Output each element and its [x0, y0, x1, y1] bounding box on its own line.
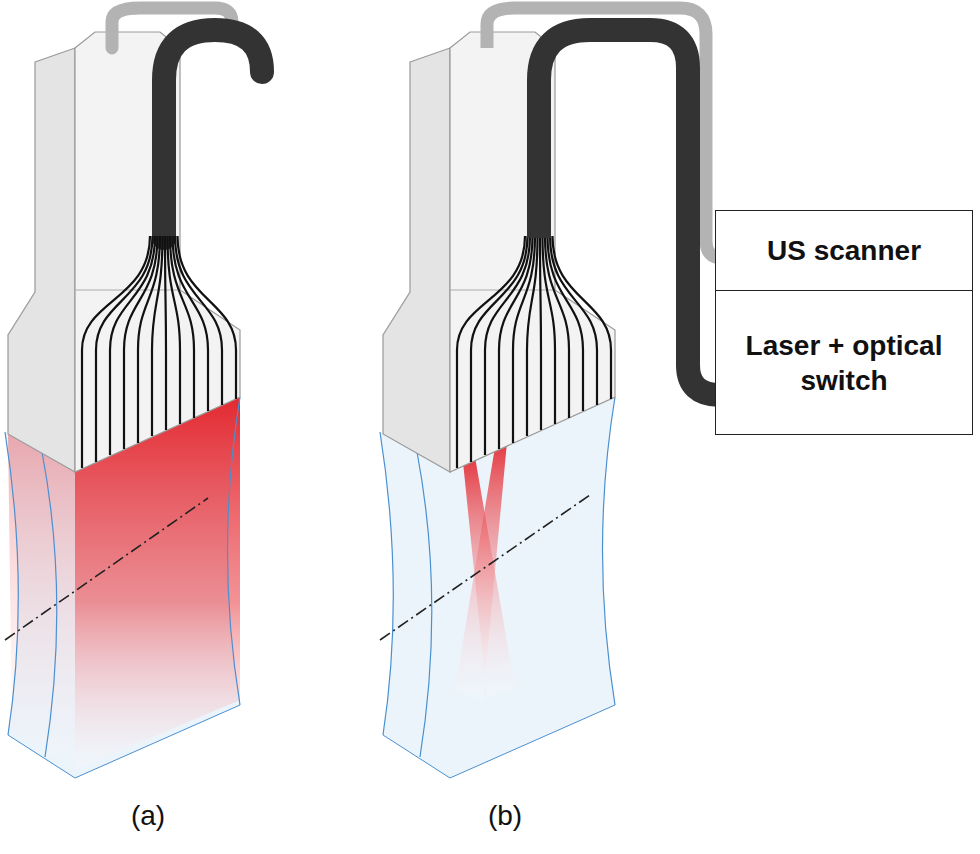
- probe-a: [5, 8, 262, 778]
- instrument-label: US scanner: [767, 233, 921, 268]
- lens-edge: [5, 432, 18, 735]
- panel-label: (b): [488, 800, 522, 832]
- instrument-box: Laser + optical switch: [715, 290, 973, 435]
- probe-side: [8, 48, 75, 472]
- instrument-box: US scanner: [715, 210, 973, 291]
- acoustic-lens: [5, 397, 240, 778]
- panel-label: (a): [131, 800, 165, 832]
- lens-edge: [8, 705, 240, 778]
- optical-fibers: [82, 236, 236, 468]
- lens-edge: [380, 432, 393, 735]
- fiber-cable: [164, 30, 262, 238]
- lens-edge: [417, 452, 432, 757]
- imaging-plane-line: [380, 495, 590, 640]
- fiber-cable: [539, 30, 720, 395]
- acoustic-lens: [380, 397, 615, 778]
- imaging-plane-line: [5, 498, 208, 640]
- lens-edge: [383, 705, 615, 778]
- lens-edge: [228, 397, 241, 705]
- light-beam: [455, 442, 507, 700]
- optical-fibers: [457, 236, 611, 468]
- instrument-label: Laser + optical switch: [726, 328, 962, 398]
- probe-side: [383, 48, 450, 472]
- probe-b: [380, 32, 615, 778]
- lens-edge: [603, 397, 616, 705]
